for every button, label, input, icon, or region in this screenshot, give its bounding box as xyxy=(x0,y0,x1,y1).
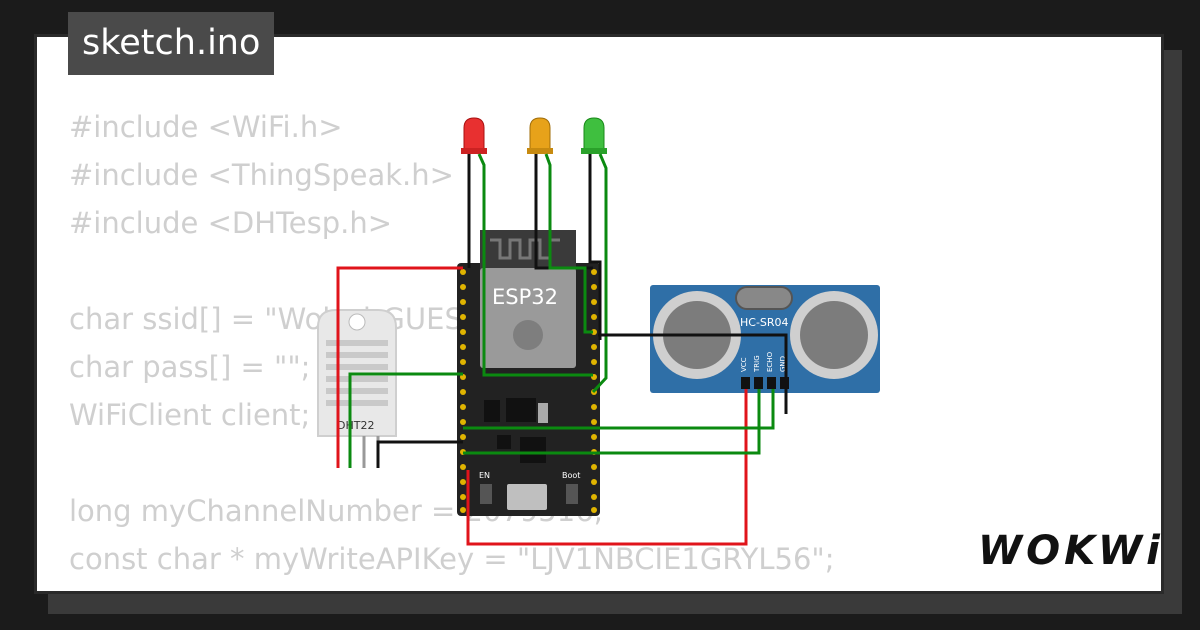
code-line: char pass[] = ""; xyxy=(69,350,311,384)
hc-sr04-label: HC-SR04 xyxy=(740,316,789,329)
led-red[interactable] xyxy=(461,117,487,154)
dht22-sensor[interactable]: DHT22 xyxy=(317,309,397,468)
code-line: #include <DHTesp.h> xyxy=(69,206,393,240)
code-line: WiFiClient client; xyxy=(69,398,311,432)
usb-port xyxy=(507,484,547,510)
pin-vcc-label: VCC xyxy=(740,357,748,372)
led-yellow[interactable] xyxy=(527,117,553,154)
pin-trig-label: TRIG xyxy=(753,355,761,373)
boot-label: Boot xyxy=(562,471,580,480)
esp32-label: ESP32 xyxy=(492,285,558,309)
code-preview: #include <WiFi.h> #include <ThingSpeak.h>… xyxy=(69,103,835,591)
dht22-label: DHT22 xyxy=(337,419,374,432)
code-line: #include <ThingSpeak.h> xyxy=(69,158,454,192)
pin-echo-label: ECHO xyxy=(766,351,774,372)
led-green[interactable] xyxy=(581,117,607,154)
esp32-pins-left xyxy=(460,269,466,513)
pin-gnd-label: GND xyxy=(779,356,787,372)
en-button[interactable] xyxy=(480,484,492,504)
wokwi-logo: WOKWi xyxy=(978,528,1164,574)
en-label: EN xyxy=(479,471,490,480)
wires xyxy=(336,153,788,546)
espressif-icon xyxy=(513,320,543,350)
boot-button[interactable] xyxy=(566,484,578,504)
code-line: long myTalkBack xyxy=(69,583,835,591)
esp32-board[interactable]: ESP32 EN Boot xyxy=(457,230,600,516)
code-line: #include <WiFi.h> xyxy=(69,110,343,144)
code-line: const char * myWriteAPIKey = "LJV1NBCIE1… xyxy=(69,542,835,576)
hc-sr04-sensor[interactable]: HC-SR04 VCC TRIG ECHO GND xyxy=(650,285,880,393)
file-tab[interactable]: sketch.ino xyxy=(68,12,275,75)
